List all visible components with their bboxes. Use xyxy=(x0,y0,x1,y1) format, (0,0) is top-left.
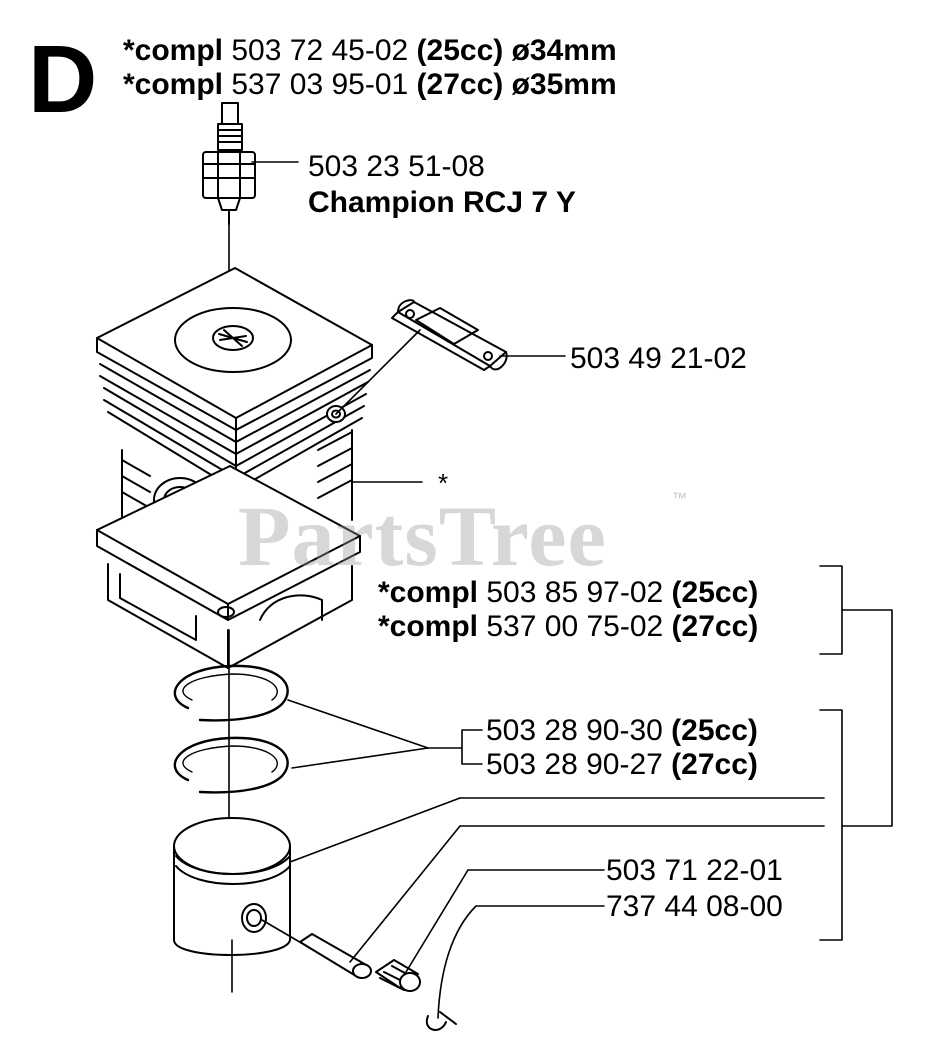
gasket-drawing xyxy=(335,299,566,415)
circlip-part-number: 737 44 08-00 xyxy=(606,890,783,923)
header-2-spec: (27cc) ø35mm xyxy=(416,68,617,101)
piston-ring-line-1: 503 28 90-30 (25cc) xyxy=(486,714,758,748)
kit-1-prefix: *compl xyxy=(378,576,479,609)
ring-2-part: 503 28 90-27 xyxy=(486,748,663,781)
circlip-drawing xyxy=(425,905,605,1031)
spark-plug-part-number: 503 23 51-08 xyxy=(308,150,485,183)
kit-2-spec: (27cc) xyxy=(671,610,759,643)
cylinder-kit-line-1: *compl 503 85 97-02 (25cc) xyxy=(378,576,758,610)
header-line-1: *compl 503 72 45-02 (25cc) ø34mm xyxy=(123,34,617,68)
kit-1-spec: (25cc) xyxy=(671,576,759,609)
bracket-lines xyxy=(819,565,893,941)
section-letter: D xyxy=(28,26,98,133)
header-1-spec: (25cc) ø34mm xyxy=(416,34,617,67)
piston-ring-line-2: 503 28 90-27 (27cc) xyxy=(486,748,758,782)
cylinder-drawing xyxy=(96,267,423,669)
watermark: PartsTree xyxy=(238,488,607,584)
ring-2-spec: (27cc) xyxy=(671,748,758,781)
header-line-2: *compl 537 03 95-01 (27cc) ø35mm xyxy=(123,68,617,102)
header-1-prefix: *compl xyxy=(123,34,224,67)
ring-1-spec: (25cc) xyxy=(671,714,758,747)
watermark-tm: ™ xyxy=(672,490,687,507)
spark-plug-name: Champion RCJ 7 Y xyxy=(308,186,576,219)
header-2-part: 537 03 95-01 xyxy=(231,68,409,101)
gasket-part-number: 503 49 21-02 xyxy=(570,342,747,375)
piston-rings-drawing xyxy=(173,629,483,837)
piston-drawing xyxy=(173,797,825,993)
kit-2-part: 537 00 75-02 xyxy=(486,610,664,643)
kit-1-part: 503 85 97-02 xyxy=(486,576,664,609)
cylinder-kit-line-2: *compl 537 00 75-02 (27cc) xyxy=(378,610,758,644)
piston-pin-drawing xyxy=(299,825,825,979)
bearing-part-number: 503 71 22-01 xyxy=(606,854,783,887)
needle-bearing-drawing xyxy=(375,869,605,992)
ring-1-part: 503 28 90-30 xyxy=(486,714,663,747)
kit-2-prefix: *compl xyxy=(378,610,479,643)
header-1-part: 503 72 45-02 xyxy=(231,34,409,67)
header-2-prefix: *compl xyxy=(123,68,224,101)
cylinder-marker: * xyxy=(438,468,449,498)
